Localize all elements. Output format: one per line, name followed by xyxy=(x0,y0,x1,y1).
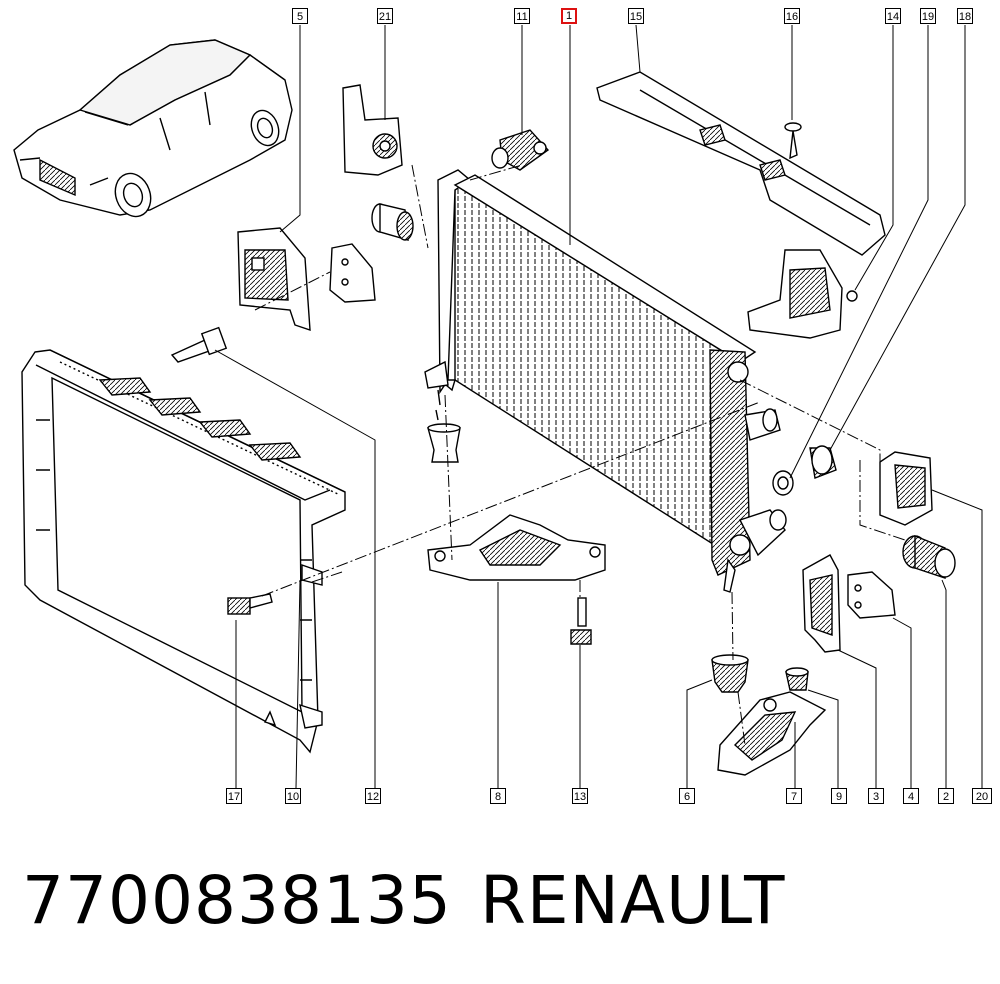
callout-20: 20 xyxy=(972,788,992,804)
plug-18 xyxy=(809,445,837,479)
callout-6: 6 xyxy=(679,788,695,804)
callout-3: 3 xyxy=(868,788,884,804)
grommet-left xyxy=(427,423,461,463)
callout-19: 19 xyxy=(920,8,936,24)
brand-caption: RENAULT xyxy=(480,862,786,939)
callout-13: 13 xyxy=(572,788,588,804)
lower-mount-8 xyxy=(427,514,606,581)
callout-17: 17 xyxy=(226,788,242,804)
bracket-14 xyxy=(747,249,858,339)
callout-16: 16 xyxy=(784,8,800,24)
callout-7: 7 xyxy=(786,788,802,804)
lower-mount-7 xyxy=(717,691,827,776)
callout-5: 5 xyxy=(292,8,308,24)
bracket-3 xyxy=(802,554,841,653)
sensor-11 xyxy=(491,129,550,171)
screw-17 xyxy=(227,593,273,615)
callout-10: 10 xyxy=(285,788,301,804)
rubber-bushing-top xyxy=(371,203,414,241)
radiator-core xyxy=(424,169,787,593)
callout-4: 4 xyxy=(903,788,919,804)
callout-9: 9 xyxy=(831,788,847,804)
part-number-caption: 7700838135 xyxy=(22,862,452,939)
grommet-6 xyxy=(711,654,749,693)
bushing-2 xyxy=(902,534,956,579)
leader-lines xyxy=(214,24,983,789)
car-illustration xyxy=(13,39,293,218)
callout-8: 8 xyxy=(490,788,506,804)
rivet-12 xyxy=(170,326,228,363)
callout-11: 11 xyxy=(514,8,530,24)
seal-19 xyxy=(772,470,794,496)
bolt-13 xyxy=(570,597,592,645)
callout-14: 14 xyxy=(885,8,901,24)
clip-bracket xyxy=(329,243,376,303)
centerlines xyxy=(254,164,906,746)
callout-15: 15 xyxy=(628,8,644,24)
bracket-21 xyxy=(342,84,403,176)
callout-18: 18 xyxy=(957,8,973,24)
panel-20 xyxy=(879,451,933,526)
grommet-9 xyxy=(785,667,809,691)
callout-21: 21 xyxy=(377,8,393,24)
air-guide-15 xyxy=(596,71,886,256)
clip-16 xyxy=(784,122,802,160)
clip-4 xyxy=(847,571,896,619)
bracket-5 xyxy=(237,227,311,331)
callout-1-highlighted: 1 xyxy=(561,8,577,24)
callout-12: 12 xyxy=(365,788,381,804)
callout-2: 2 xyxy=(938,788,954,804)
radiator-frame xyxy=(21,349,346,754)
